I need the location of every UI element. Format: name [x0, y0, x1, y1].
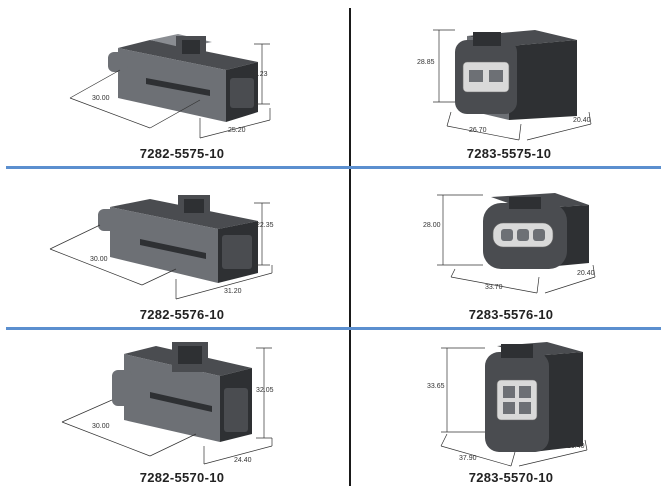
dimension-lines [49, 202, 273, 300]
connector-drawing-female-4pin: 33.65 37.90 20.40 [427, 342, 588, 467]
part-cell-7282-5575-10: 30.00 23.23 25.20 7282-5575-10 [0, 0, 349, 166]
dim-height: 32.05 [256, 387, 274, 394]
part-cell-7283-5576-10: 28.00 33.70 20.40 7283-5576-10 [351, 169, 667, 327]
connector-drawing-male-4pin: 30.00 32.05 24.40 [61, 342, 274, 465]
column-divider [349, 8, 351, 486]
row-divider-1 [6, 166, 661, 169]
part-number: 7282-5575-10 [139, 146, 225, 161]
dimension-lines [440, 347, 588, 467]
part-number: 7283-5575-10 [466, 146, 552, 161]
connector-body [98, 195, 258, 283]
dim-length: 30.00 [90, 256, 108, 263]
dim-height: 28.85 [417, 59, 435, 66]
dim-width: 26.70 [469, 127, 487, 134]
dim-height: 23.23 [250, 71, 268, 78]
part-number: 7282-5576-10 [139, 307, 225, 322]
dim-width: 31.20 [224, 288, 242, 295]
dim-length: 30.00 [92, 423, 110, 430]
connector-body [485, 342, 583, 452]
dimension-lines [433, 29, 592, 141]
connector-body [108, 34, 258, 122]
part-number: 7282-5570-10 [139, 470, 225, 485]
connector-drawing-female-2pin: 28.85 26.70 20.40 [417, 29, 592, 141]
dimension-lines [437, 194, 596, 294]
part-cell-7282-5570-10: 30.00 32.05 24.40 7282-5570-10 [0, 330, 349, 489]
dimension-lines [69, 43, 271, 139]
connector-body [483, 193, 589, 269]
connector-drawing-male-3pin: 30.00 22.35 31.20 [49, 195, 274, 300]
connector-drawing-female-3pin: 28.00 33.70 20.40 [423, 193, 596, 294]
dim-height: 22.35 [256, 222, 274, 229]
dim-depth: 20.40 [567, 443, 585, 450]
row-divider-2 [6, 327, 661, 330]
dim-width: 25.20 [228, 127, 246, 134]
part-cell-7282-5576-10: 30.00 22.35 31.20 7282-5576-10 [0, 169, 349, 327]
connector-body [112, 342, 252, 442]
dim-width: 33.70 [485, 284, 503, 291]
dim-depth: 20.40 [577, 270, 595, 277]
connector-drawing-male-2pin: 30.00 23.23 25.20 [69, 34, 271, 139]
dim-width: 37.90 [459, 455, 477, 462]
dim-length: 30.00 [92, 95, 110, 102]
dim-height: 28.00 [423, 222, 441, 229]
dim-depth: 20.40 [573, 117, 591, 124]
part-cell-7283-5570-10: 33.65 37.90 20.40 7283-5570-10 [351, 330, 667, 489]
part-number: 7283-5576-10 [468, 307, 554, 322]
part-number: 7283-5570-10 [468, 470, 554, 485]
dim-width: 24.40 [234, 457, 252, 464]
dim-height: 33.65 [427, 383, 445, 390]
dimension-lines [61, 347, 273, 465]
part-cell-7283-5575-10: 28.85 26.70 20.40 7283-5575-10 [351, 0, 667, 166]
connector-body [455, 30, 577, 120]
